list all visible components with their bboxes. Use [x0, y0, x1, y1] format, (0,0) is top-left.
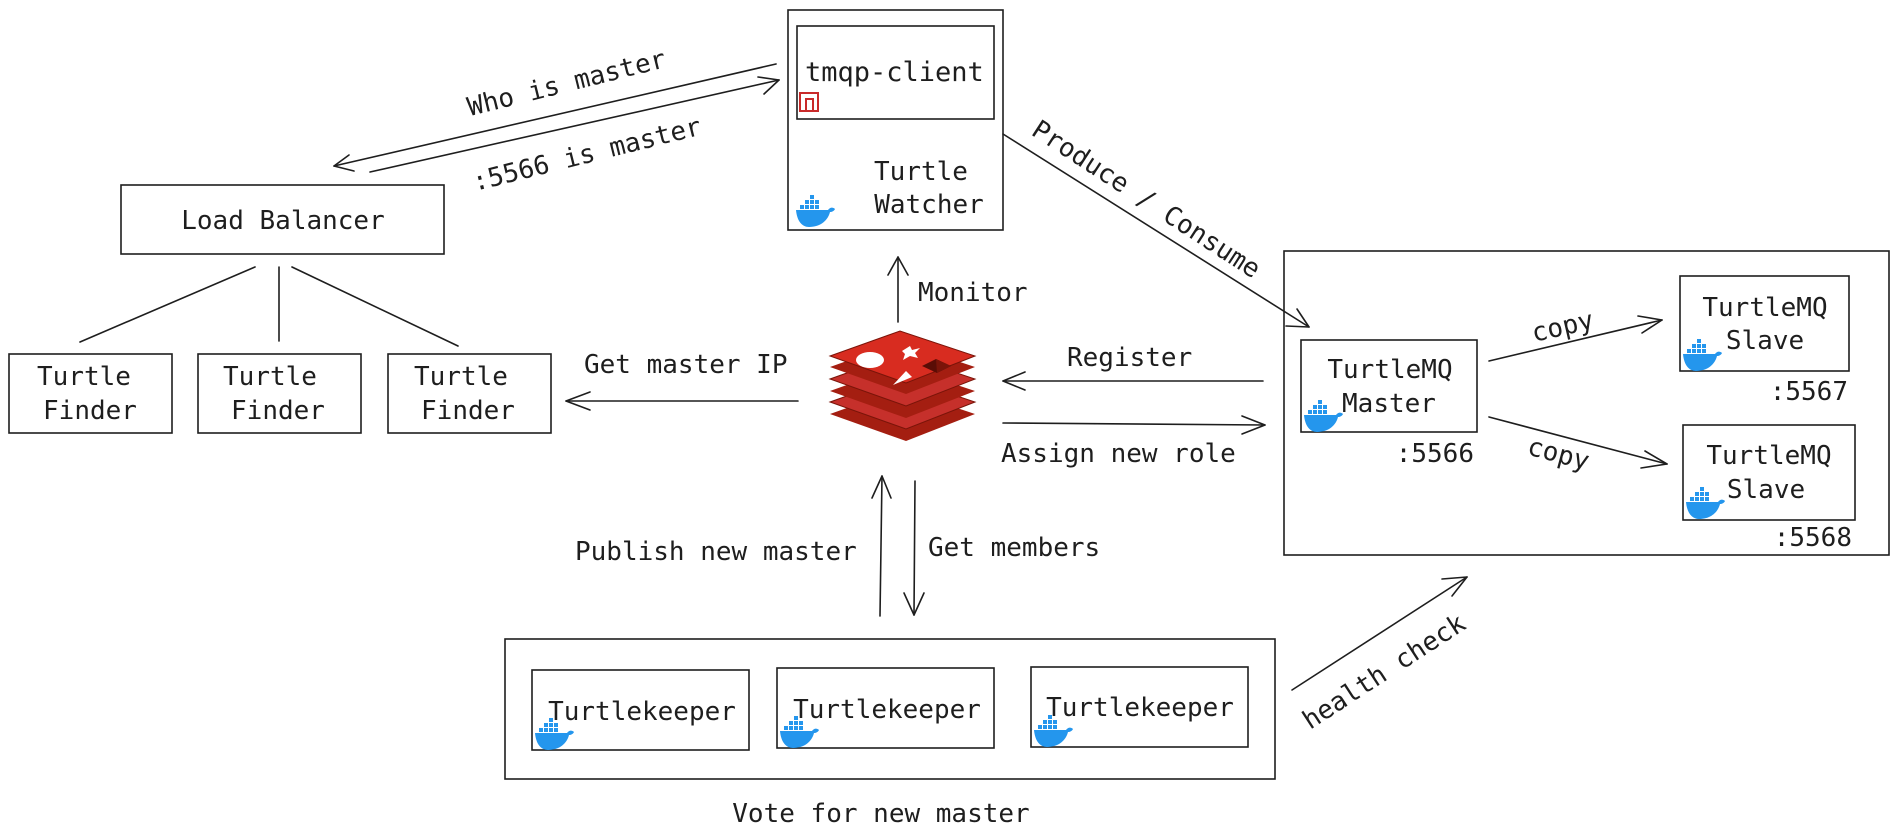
turtlekeeper-node-2: Turtlekeeper [776, 667, 995, 749]
slave-2-port: :5568 [1774, 523, 1852, 553]
keeper-2-label: Turtlekeeper [793, 695, 981, 725]
edge-register [1002, 371, 1264, 391]
edge-health-check [1291, 576, 1468, 691]
get-master-ip-label: Get master IP [584, 350, 788, 380]
finder-3-line2: Finder [421, 396, 515, 426]
edge-who-is-master [369, 76, 780, 173]
finder-2-line2: Finder [231, 396, 325, 426]
load-balancer-label: Load Balancer [181, 206, 385, 236]
turtlekeeper-node-1: Turtlekeeper [531, 669, 750, 751]
turtlemq-master-node: TurtleMQ Master [1300, 339, 1478, 433]
edge-publish-new-master [871, 475, 892, 617]
turtlemq-slave-2-node: TurtleMQ Slave [1682, 424, 1856, 521]
slave-1-port: :5567 [1770, 377, 1848, 407]
finder-1-line2: Finder [43, 396, 137, 426]
turtle-watcher-label-line1: Turtle [874, 157, 968, 187]
master-port: :5566 [1396, 439, 1474, 469]
get-members-label: Get members [928, 533, 1100, 563]
client-icon [799, 92, 819, 112]
turtle-finder-node-2: Turtle Finder [197, 353, 362, 434]
vote-label: Vote for new master [732, 799, 1029, 829]
turtle-watcher-node: tmqp-client Turtle Watcher [787, 9, 1004, 231]
lb-fanout-lines [79, 266, 459, 347]
edge-produce-consume [1002, 133, 1310, 328]
edge-copy-slave-2 [1488, 416, 1668, 469]
keeper-3-label: Turtlekeeper [1046, 693, 1234, 723]
finder-1-line1: Turtle [37, 362, 131, 392]
publish-new-master-label: Publish new master [575, 537, 857, 567]
turtlemq-slave-1-node: TurtleMQ Slave [1679, 275, 1850, 372]
port-is-master-label: :5566 is master [469, 112, 704, 198]
turtlekeeper-node-3: Turtlekeeper [1030, 666, 1249, 748]
monitor-label: Monitor [918, 278, 1028, 308]
edge-monitor [887, 256, 909, 323]
produce-consume-label: Produce / Consume [1026, 115, 1266, 285]
turtlemq-cluster: TurtleMQ Master :5566 TurtleMQ Slave :55… [1283, 250, 1890, 556]
finder-3-line1: Turtle [414, 362, 508, 392]
load-balancer-box [120, 184, 445, 255]
edge-port-is-master [333, 63, 777, 172]
health-check-label: health check [1297, 608, 1471, 736]
slave-2-line1: TurtleMQ [1706, 441, 1831, 471]
turtle-watcher-label-line2: Watcher [874, 190, 984, 220]
finder-2-line1: Turtle [223, 362, 317, 392]
edge-get-master-ip [565, 391, 799, 411]
keeper-1-label: Turtlekeeper [548, 697, 736, 727]
assign-new-role-label: Assign new role [1001, 439, 1236, 469]
tmqp-client-box [796, 25, 995, 120]
slave-1-line2: Slave [1726, 326, 1804, 356]
edge-assign-new-role [1002, 415, 1266, 435]
edge-get-members [903, 480, 925, 616]
slave-1-line1: TurtleMQ [1702, 293, 1827, 323]
turtlekeeper-group: Turtlekeeper Turtlekeeper Turtlekeeper [504, 638, 1276, 780]
master-line1: TurtleMQ [1327, 355, 1452, 385]
load-balancer-node: Load Balancer [120, 184, 445, 255]
edge-copy-slave-1 [1488, 315, 1663, 362]
tmqp-client-label: tmqp-client [805, 57, 984, 88]
redis-stack-icon [828, 330, 977, 441]
slave-2-line2: Slave [1727, 475, 1805, 505]
turtle-finder-node-1: Turtle Finder [8, 353, 173, 434]
register-label: Register [1067, 343, 1192, 373]
master-line2: Master [1342, 389, 1436, 419]
turtle-finder-node-3: Turtle Finder [387, 353, 552, 434]
